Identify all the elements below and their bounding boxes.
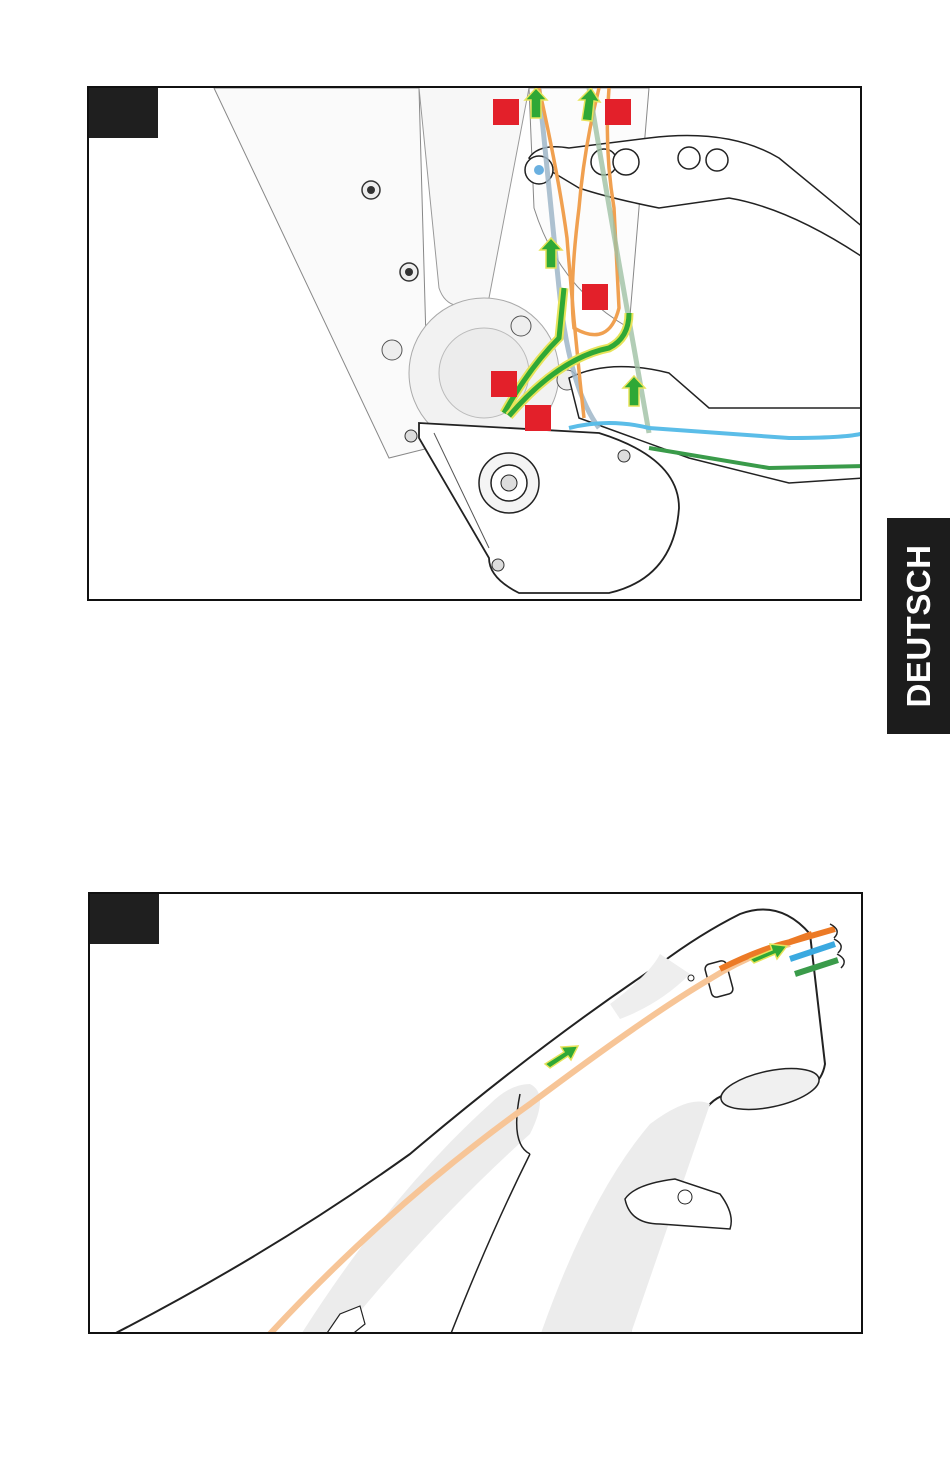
step-number-box [90,894,159,944]
routing-figure-1 [87,86,862,601]
top-tube-illustration [90,894,863,1334]
step-number-box [89,88,158,138]
routing-figure-2 [88,892,863,1334]
language-tab: DEUTSCH [887,518,950,734]
callout-marker [491,371,517,397]
callout-marker [493,99,519,125]
callout-marker [582,284,608,310]
motor-area-illustration [89,88,862,601]
callout-marker [525,405,551,431]
callout-marker [605,99,631,125]
language-tab-label: DEUTSCH [900,544,938,707]
